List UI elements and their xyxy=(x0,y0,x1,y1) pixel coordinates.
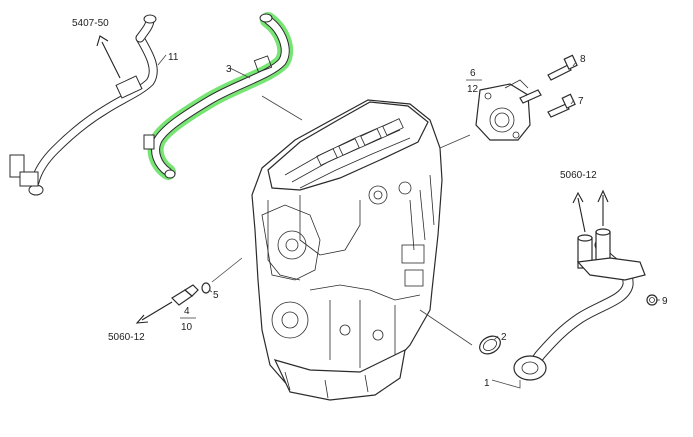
label-item-3: 3 xyxy=(226,64,232,75)
label-item-8: 8 xyxy=(580,54,586,65)
label-5060-12-right: 5060-12 xyxy=(560,170,597,181)
label-item-12: 12 xyxy=(467,84,479,95)
label-item-1: 1 xyxy=(484,378,490,389)
label-item-11: 11 xyxy=(168,52,179,63)
coolant-hose-item-3-highlighted[interactable] xyxy=(143,12,294,180)
arrow-5060-12-right-b xyxy=(597,189,609,226)
washer-item-5[interactable] xyxy=(201,282,211,294)
arrow-5060-12-right-a xyxy=(572,191,586,233)
arrow-5060-12-left xyxy=(135,301,173,324)
label-item-5: 5 xyxy=(213,290,219,301)
coolant-hose-item-11[interactable] xyxy=(9,14,158,196)
label-5060-12-left: 5060-12 xyxy=(108,332,145,343)
leader-lines xyxy=(157,54,660,389)
bolt-item-7[interactable] xyxy=(547,93,576,118)
label-item-2: 2 xyxy=(501,332,507,343)
label-item-10: 10 xyxy=(181,322,193,333)
coolant-pipe-item-1[interactable] xyxy=(513,228,646,381)
bolt-extra[interactable] xyxy=(519,89,542,104)
callout-labels: 5407-50 11 3 8 6 12 7 5060-12 9 2 1 5 4 … xyxy=(72,18,668,389)
sensor-item-4[interactable] xyxy=(171,284,199,306)
arrow-5407-50 xyxy=(96,35,121,79)
bolt-item-8[interactable] xyxy=(547,54,578,81)
label-item-6: 6 xyxy=(470,68,476,79)
seal-ring-item-2[interactable] xyxy=(476,333,503,358)
coolant-flange-item-6[interactable] xyxy=(475,79,531,141)
engine-block xyxy=(251,99,443,401)
label-item-9: 9 xyxy=(662,296,668,307)
label-5407-50: 5407-50 xyxy=(72,18,109,29)
seal-ring-item-9[interactable] xyxy=(646,294,658,306)
label-item-4: 4 xyxy=(184,306,190,317)
label-item-7: 7 xyxy=(578,96,584,107)
